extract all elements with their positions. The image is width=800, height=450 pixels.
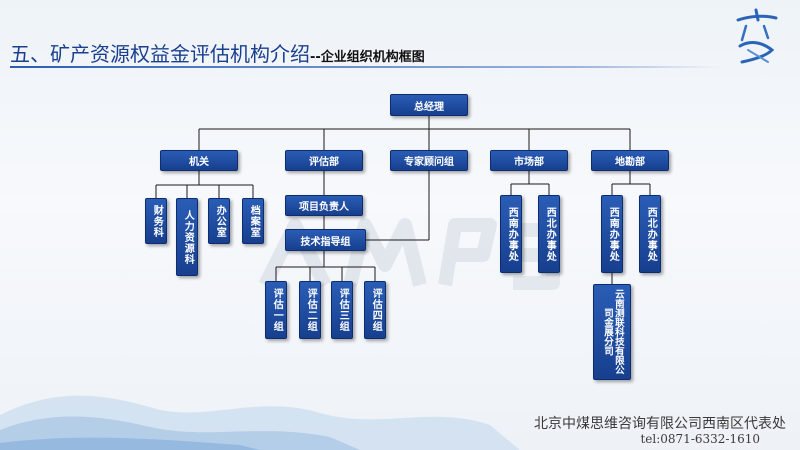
- slide-subtitle: --企业组织机构框图: [310, 50, 425, 65]
- node-group-4: 评估四组: [364, 281, 386, 339]
- node-hr: 人力资源科: [176, 198, 198, 276]
- node-group-2: 评估二组: [299, 281, 321, 339]
- footer-company: 北京中煤思维咨询有限公司西南区代表处: [534, 416, 786, 432]
- footer-phone: tel:0871-6332-1610: [640, 432, 760, 446]
- node-exploration-dept: 地勘部: [591, 150, 669, 171]
- node-market-southwest: 西南办事处: [500, 195, 522, 273]
- node-group-3: 评估三组: [331, 281, 353, 339]
- node-tech-guidance: 技术指导组: [285, 229, 366, 251]
- node-pinggu-dept: 评估部: [285, 150, 363, 171]
- title-underline: [10, 66, 720, 68]
- slide-title-main: 五、矿产资源权益金评估机构介绍: [10, 42, 310, 66]
- node-yunnan-company: 云南测联科技有限公司金展分司: [593, 284, 631, 380]
- node-project-lead: 项目负责人: [285, 195, 363, 216]
- node-office: 办公室: [208, 198, 230, 244]
- node-expert-advisory: 专家顾问组: [390, 150, 468, 171]
- node-market-dept: 市场部: [490, 150, 568, 171]
- node-jiguan: 机关: [160, 150, 238, 171]
- node-exploration-northwest: 西北办事处: [639, 195, 661, 273]
- node-archive: 档案室: [242, 198, 264, 244]
- node-finance: 财务科: [145, 198, 167, 244]
- node-general-manager: 总经理: [390, 94, 468, 116]
- node-market-northwest: 西北办事处: [538, 195, 560, 273]
- logo-calligraphy-icon: [736, 8, 778, 64]
- node-group-1: 评估一组: [265, 281, 287, 339]
- mountain-decoration: [0, 395, 520, 450]
- node-exploration-southwest: 西南办事处: [601, 195, 623, 273]
- slide-title: 五、矿产资源权益金评估机构介绍--企业组织机构框图: [10, 38, 425, 67]
